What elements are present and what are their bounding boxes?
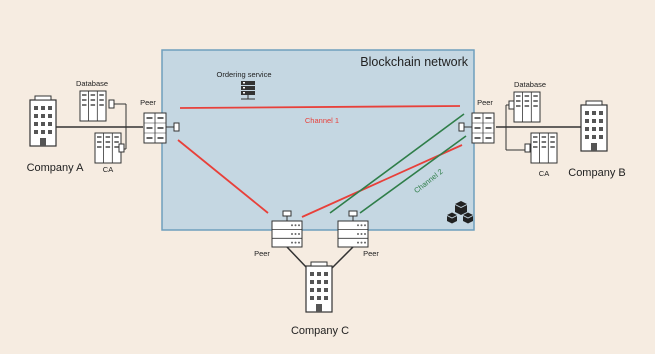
company-a-ca-label: CA: [103, 165, 113, 174]
network-title: Blockchain network: [360, 55, 468, 69]
company-c-peer-1-label: Peer: [254, 249, 270, 258]
ordering-service-icon: [241, 81, 255, 100]
company-c-peer-2-icon: [337, 220, 369, 248]
blockchain-icon: [447, 201, 473, 224]
company-c-link-2: [331, 246, 354, 269]
company-b-peer-icon: [471, 112, 495, 144]
company-c-label: Company C: [291, 325, 349, 337]
channel-1-label: Channel 1: [305, 116, 339, 125]
company-b-database-icon: [513, 91, 541, 123]
peer-c1-connector: [282, 210, 292, 217]
company-c-peer-2-label: Peer: [363, 249, 379, 258]
company-a-peer-icon: [143, 112, 167, 144]
company-b-peer-label: Peer: [477, 98, 493, 107]
ordering-service-label: Ordering service: [216, 70, 271, 79]
company-a-peer-label: Peer: [140, 98, 156, 107]
company-b-ca-icon: [530, 132, 558, 164]
peer-c2-connector: [348, 210, 358, 217]
company-c-building-icon: [305, 261, 333, 313]
company-b-building-icon: [580, 100, 608, 152]
peer-a-connector: [173, 122, 180, 132]
company-b-label: Company B: [568, 167, 625, 179]
company-b-database-label: Database: [514, 80, 546, 89]
peer-b-connector: [458, 122, 465, 132]
company-c-link-1: [286, 246, 308, 269]
company-c-peer-1-icon: [271, 220, 303, 248]
channel-1-lines: [177, 105, 463, 218]
company-b-ca-label: CA: [539, 169, 549, 178]
company-a-label: Company A: [27, 162, 85, 174]
channel-2-lines: [329, 113, 467, 214]
company-a-database-label: Database: [76, 79, 108, 88]
blockchain-network-box: [161, 49, 475, 231]
company-a-database-icon: [79, 90, 107, 122]
company-a-building-icon: [29, 95, 57, 147]
company-a-ca-icon: [94, 132, 122, 164]
